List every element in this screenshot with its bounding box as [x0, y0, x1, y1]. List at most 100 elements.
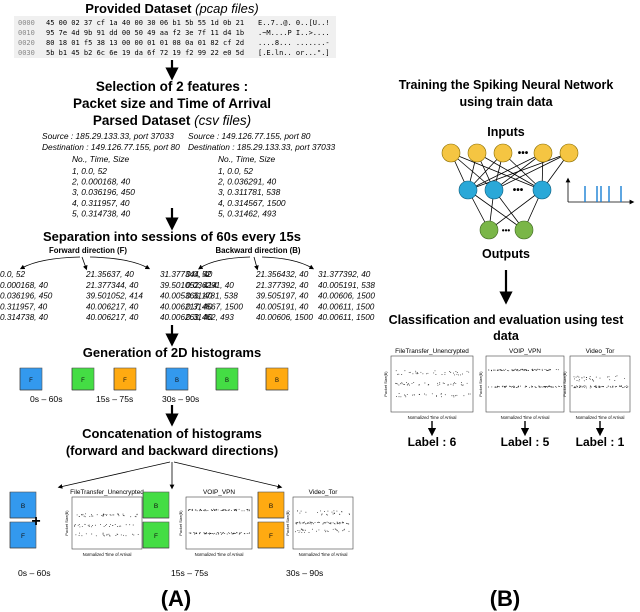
pair-top-tile: B — [142, 491, 170, 519]
plot-point — [614, 380, 616, 381]
output-neuron — [479, 220, 499, 240]
plot-point — [243, 533, 245, 535]
hex-offset: 0000 — [18, 19, 35, 27]
plot-point — [453, 395, 455, 397]
plot-point — [461, 373, 463, 375]
plot-point — [513, 369, 515, 371]
plot-point — [623, 387, 625, 389]
plot-point — [531, 369, 533, 371]
hex-bytes: 5b b1 45 b2 6c 6e 19 da 6f 72 19 f2 99 2… — [46, 49, 244, 57]
plot-point — [195, 532, 197, 534]
plot-point — [203, 510, 205, 512]
pair-bottom-tile: F — [142, 521, 170, 549]
spike-train — [565, 177, 635, 205]
plot-point — [300, 510, 302, 512]
plot-frame — [71, 496, 143, 550]
plot-point — [344, 528, 345, 530]
right-header: No., Time, Size — [218, 154, 276, 164]
plot-x-label: Normalized Time of Arrival — [195, 552, 244, 557]
plot-point — [519, 370, 521, 372]
plot-points — [187, 508, 250, 535]
plot-point — [189, 532, 191, 534]
plot-point — [330, 522, 332, 524]
plot-point — [336, 521, 338, 523]
plot-point — [574, 378, 576, 380]
plot-point — [102, 515, 104, 517]
plot-point — [401, 382, 403, 384]
tile-letter: F — [29, 378, 33, 384]
plot-point — [626, 386, 627, 388]
plot-point — [106, 523, 108, 525]
plot-point — [595, 376, 597, 378]
plot-point — [338, 531, 340, 533]
hex-bytes: 80 18 01 f5 38 13 00 00 01 01 08 0a 01 8… — [46, 39, 244, 47]
plot-point — [223, 532, 225, 534]
plot-title: VOIP_VPN — [203, 489, 235, 496]
hex-offset: 0030 — [18, 49, 35, 57]
plot-point — [203, 509, 205, 511]
plot-point — [578, 385, 580, 387]
hex-offset: 0010 — [18, 29, 35, 37]
plot-point — [102, 532, 104, 534]
plot-point — [627, 386, 629, 388]
plot-point — [516, 369, 518, 371]
plot-point — [453, 382, 455, 384]
forward-direction-label: Forward direction (F) — [49, 246, 127, 255]
plot-point — [227, 510, 229, 512]
plot-point — [538, 368, 540, 370]
plot-point — [106, 534, 108, 536]
ellipsis-inputs: ••• — [518, 148, 529, 159]
plot-point — [336, 530, 338, 532]
result-label: Label : 6 — [408, 435, 457, 449]
plot-point — [398, 373, 400, 375]
training-title-line-2: using train data — [459, 95, 553, 109]
plot-y-label: Packet Size(B) — [179, 510, 183, 536]
plot-point — [199, 532, 201, 534]
plot-point — [87, 524, 89, 526]
plot-point — [110, 523, 112, 525]
plot-point — [527, 369, 529, 371]
plot-point — [439, 382, 441, 384]
plot-point — [514, 386, 515, 388]
plot-points — [295, 510, 350, 533]
plot-point — [91, 515, 93, 517]
plot-point — [195, 532, 197, 534]
plot-point — [408, 371, 410, 373]
plot-point — [533, 369, 534, 371]
plot-point — [132, 533, 133, 535]
plot-point — [396, 396, 398, 398]
plot-point — [337, 522, 339, 524]
plot-point — [112, 525, 114, 526]
plot-point — [523, 368, 525, 370]
plot-point — [516, 387, 518, 388]
plot-point — [395, 370, 397, 372]
plot-point — [578, 378, 580, 380]
plot-point — [349, 514, 350, 516]
parsed-title: Parsed Dataset (csv files) — [93, 113, 251, 128]
plot-point — [321, 514, 322, 516]
dataset-title: Provided Dataset (pcap files) — [85, 1, 258, 16]
plot-point — [499, 386, 500, 388]
histogram-tile: B — [215, 367, 239, 391]
plot-point — [198, 510, 200, 512]
plot-point — [602, 386, 604, 388]
plot-point — [239, 532, 241, 534]
plot-point — [103, 513, 105, 515]
plot-point — [243, 510, 245, 512]
backward-session-value: 0.0, 52 — [186, 270, 211, 279]
plot-point — [418, 393, 420, 395]
backward-session-value: 40.00611, 1500 — [318, 313, 375, 322]
plot-frame — [485, 355, 565, 413]
edge-hidden-output — [488, 189, 543, 231]
plot-point — [443, 383, 445, 384]
plot-point — [585, 379, 587, 381]
panel-b-label: (B) — [490, 586, 521, 611]
plot-point — [517, 370, 519, 372]
plot-point — [102, 514, 104, 516]
plot-point — [333, 510, 335, 512]
concat-arrows — [57, 461, 283, 490]
plot-point — [296, 523, 298, 525]
